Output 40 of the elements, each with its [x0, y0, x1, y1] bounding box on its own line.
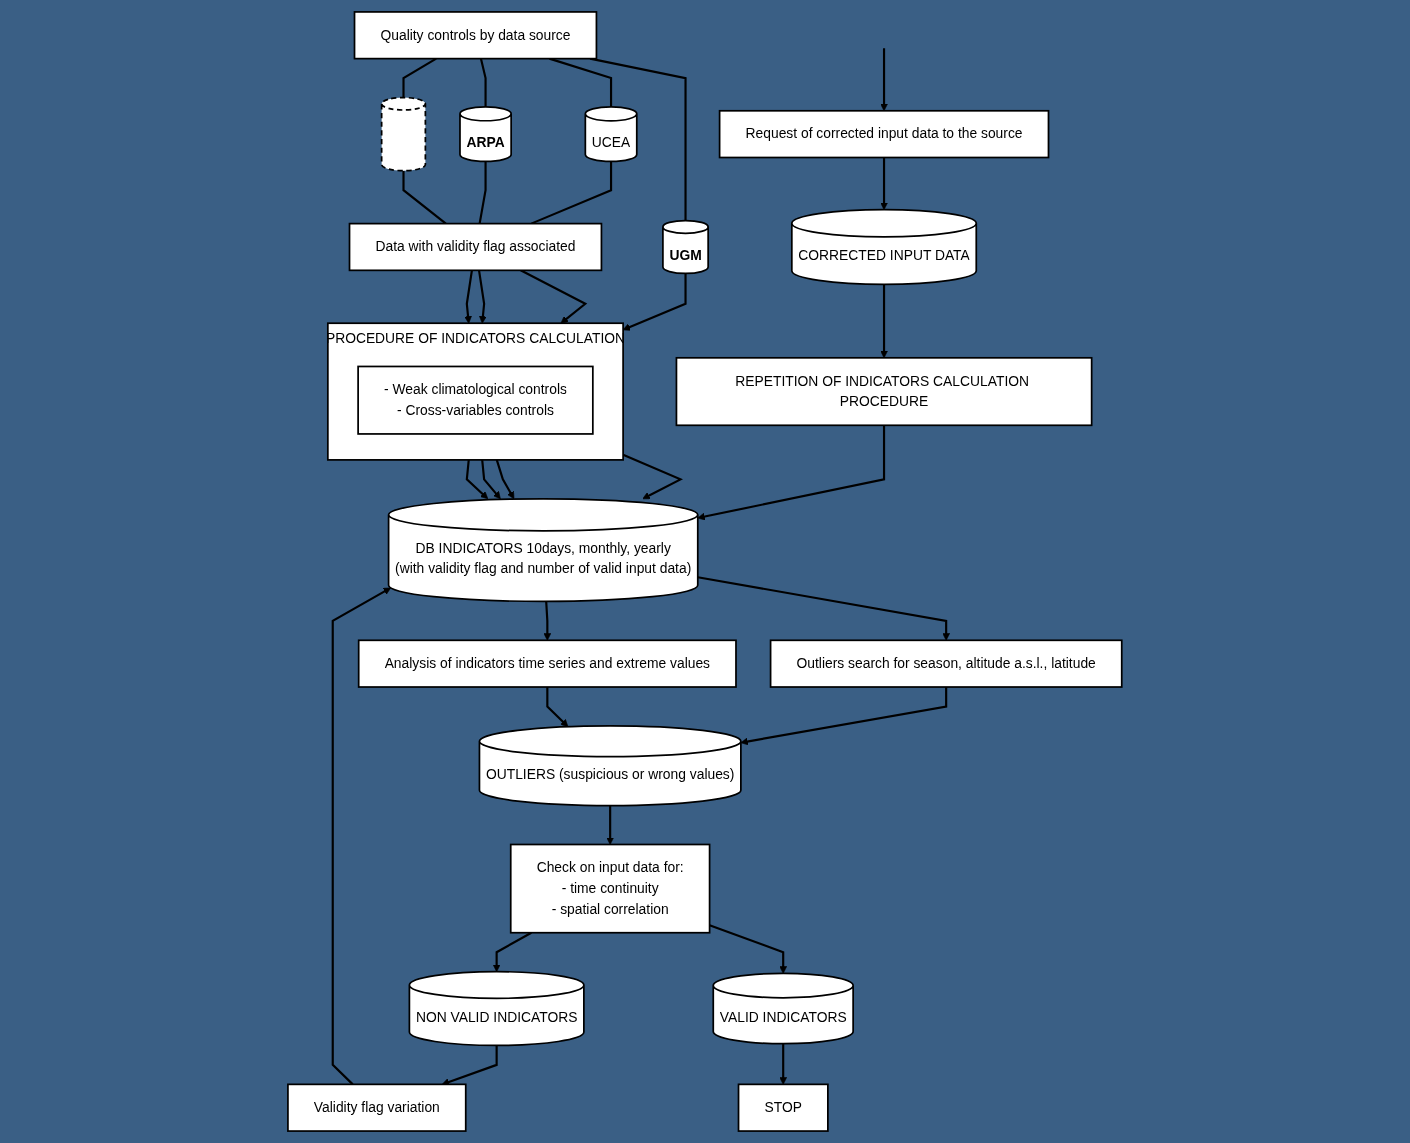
arrow: [495, 459, 515, 500]
arrow: [546, 687, 569, 728]
connector: [590, 57, 687, 221]
connector: [402, 57, 437, 98]
arrow: [606, 805, 615, 845]
node-box: Data with validity flag associated: [348, 222, 603, 272]
node-box: Validity flag variation: [287, 1083, 467, 1132]
connector: [531, 161, 613, 225]
connector: [549, 57, 613, 107]
node-box: - Weak climatological controls - Cross-variables controls: [357, 365, 594, 435]
connector: [480, 58, 487, 107]
arrow: [709, 924, 788, 974]
node-box: Request of corrected input data to the source: [718, 109, 1050, 159]
arrow: [543, 601, 552, 641]
arrow: [622, 453, 684, 500]
arrow: [880, 48, 888, 112]
arrow: [464, 270, 474, 324]
arrow: [740, 687, 948, 746]
arrow: [880, 284, 888, 359]
arrow: [880, 157, 888, 210]
arrow: [779, 1043, 788, 1085]
arrow: [442, 1045, 498, 1086]
arrow: [493, 931, 533, 972]
arrow: [520, 269, 588, 324]
node-box: REPETITION OF INDICATORS CALCULATION PROCEDURE: [675, 356, 1093, 427]
connector: [402, 170, 447, 225]
arrow: [465, 459, 489, 500]
node-box: Check on input data for: - time continuity - spatial correlation: [510, 843, 711, 934]
node-box: Outliers search for season, altitude a.s.l., latitude: [769, 639, 1123, 688]
arrow: [697, 576, 951, 641]
arrow: [481, 459, 501, 500]
node-cylinder: [380, 96, 427, 172]
arrow: [331, 587, 392, 1086]
node-box: Analysis of indicators time series and extreme values: [358, 639, 738, 688]
arrow: [478, 270, 487, 324]
node-box: Quality controls by data source: [353, 11, 598, 60]
arrow: [697, 425, 886, 521]
connector: [478, 161, 487, 224]
node-box: STOP: [737, 1083, 829, 1132]
arrow: [622, 273, 687, 331]
